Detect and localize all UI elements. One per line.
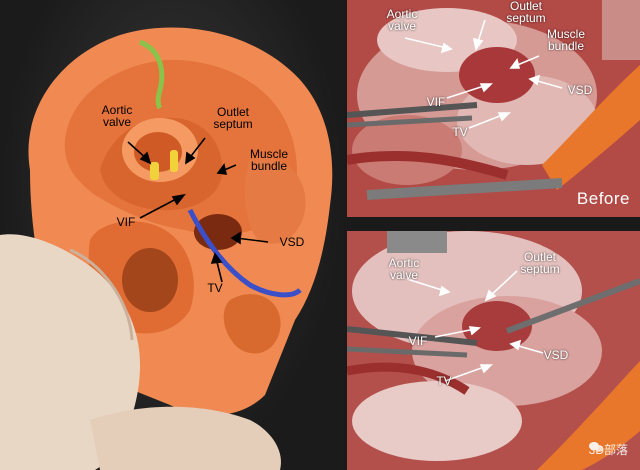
label-muscle-bundle-model: Muscle bundle [234, 148, 304, 172]
label-outlet-septum-before: Outlet septum [493, 0, 559, 24]
label-vsd-model-text: VSD [279, 235, 305, 249]
label-tv-model-text: TV [207, 281, 223, 295]
surgical-photo-after: Aortic valve Outlet septum VIF VSD TV 3D… [347, 231, 640, 470]
label-vsd-after-text: VSD [543, 348, 569, 362]
label-vif-before-text: VIF [426, 95, 446, 109]
label-outlet-septum-after-text: Outlet septum [520, 250, 560, 276]
label-outlet-septum-model: Outlet septum [198, 106, 268, 130]
label-aortic-valve-model-text: Aortic valve [101, 103, 133, 129]
label-vif-model: VIF [106, 216, 146, 228]
label-tv-model: TV [200, 282, 230, 294]
label-vsd-model: VSD [270, 236, 314, 248]
surgical-photo-before: Aortic valve Outlet septum Muscle bundle… [347, 0, 640, 217]
label-tv-after: TV [431, 375, 457, 387]
label-vsd-after: VSD [539, 349, 573, 361]
label-tv-before-text: TV [452, 125, 468, 139]
label-tv-before: TV [447, 126, 473, 138]
label-aortic-valve-model: Aortic valve [82, 104, 152, 128]
heart-model-illustration [0, 27, 333, 470]
label-aortic-valve-after-text: Aortic valve [388, 256, 420, 282]
label-vif-model-text: VIF [116, 215, 136, 229]
label-aortic-valve-after: Aortic valve [371, 257, 437, 281]
label-vsd-before-text: VSD [567, 83, 593, 97]
label-muscle-bundle-model-text: Muscle bundle [249, 147, 288, 173]
label-vif-after-text: VIF [408, 334, 428, 348]
label-vsd-before: VSD [563, 84, 597, 96]
label-outlet-septum-before-text: Outlet septum [506, 0, 546, 25]
label-vif-before: VIF [421, 96, 451, 108]
watermark: 3D部落 [588, 441, 628, 458]
label-aortic-valve-before-text: Aortic valve [386, 7, 418, 33]
chat-icon [588, 442, 603, 452]
label-aortic-valve-before: Aortic valve [369, 8, 435, 32]
label-muscle-bundle-before-text: Muscle bundle [546, 27, 585, 53]
label-outlet-septum-after: Outlet septum [507, 251, 573, 275]
label-vif-after: VIF [403, 335, 433, 347]
heart-model-photo: Aortic valve Outlet septum Muscle bundle… [0, 0, 344, 470]
surgical-after-illustration [347, 231, 640, 470]
surgical-before-illustration [347, 0, 640, 217]
label-outlet-septum-model-text: Outlet septum [213, 105, 253, 131]
label-tv-after-text: TV [436, 374, 452, 388]
label-muscle-bundle-before: Muscle bundle [533, 28, 599, 52]
before-caption: Before [576, 189, 630, 208]
